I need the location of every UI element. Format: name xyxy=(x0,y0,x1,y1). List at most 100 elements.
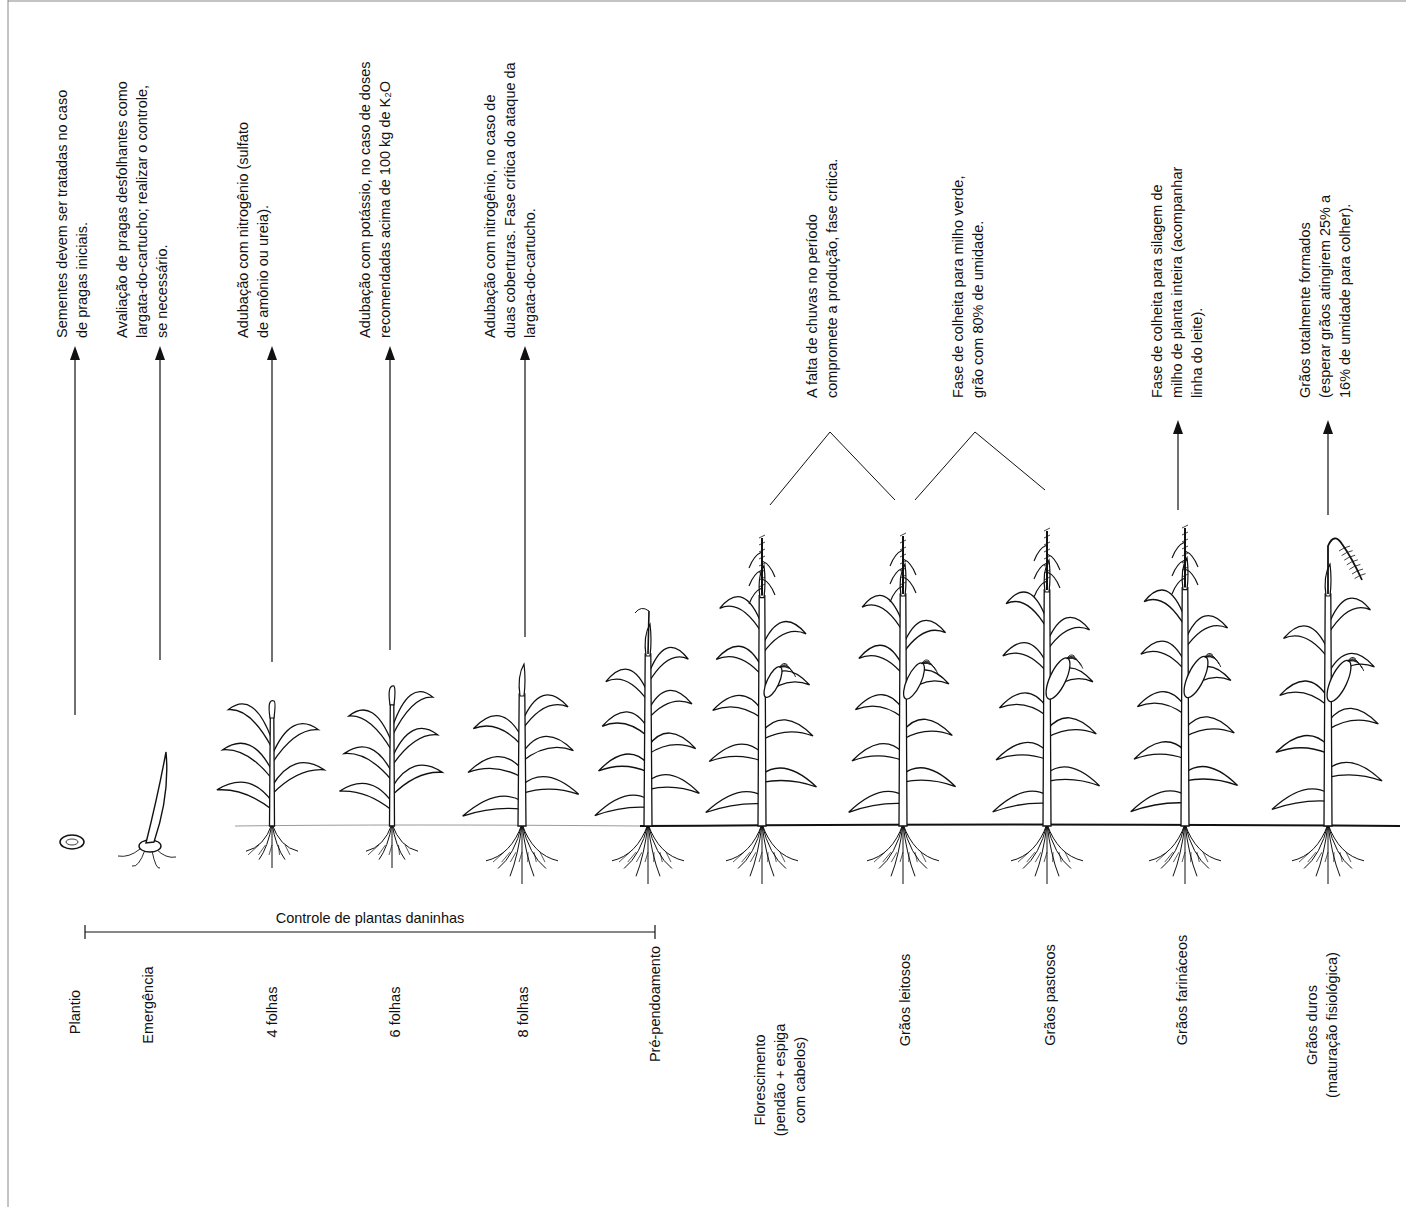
root xyxy=(660,852,662,862)
tassel xyxy=(1339,546,1350,551)
root xyxy=(874,852,885,862)
corn-silk xyxy=(780,667,796,677)
arrow-head xyxy=(70,346,80,360)
root xyxy=(921,852,926,862)
tassel xyxy=(648,611,649,654)
root xyxy=(619,852,630,862)
root xyxy=(742,852,750,862)
root xyxy=(767,852,768,862)
seed xyxy=(66,839,78,845)
stem xyxy=(518,694,526,826)
leaf xyxy=(223,743,272,779)
tassel xyxy=(1044,570,1050,573)
tassel xyxy=(1044,577,1050,580)
leaf xyxy=(1328,762,1382,781)
root xyxy=(1299,852,1310,862)
annotation-text: Adubação com potássio, no caso de doses … xyxy=(355,48,395,338)
root xyxy=(1035,824,1047,876)
tassel xyxy=(900,582,906,585)
stem xyxy=(1043,590,1051,826)
root xyxy=(1316,824,1328,876)
root xyxy=(900,852,903,862)
tassel xyxy=(759,584,765,587)
tassel xyxy=(1044,563,1050,566)
root xyxy=(762,824,798,861)
root xyxy=(389,845,392,855)
leader-arrow xyxy=(1327,432,1328,515)
leaf xyxy=(599,754,649,772)
tassel xyxy=(1182,525,1188,528)
leaf xyxy=(706,792,762,813)
corn-plant xyxy=(993,528,1100,884)
root xyxy=(645,852,648,862)
leaf xyxy=(392,692,433,737)
leaf xyxy=(522,736,573,761)
annotation-text: Adubação com nitrogênio, no caso de duas… xyxy=(480,61,540,338)
root xyxy=(269,845,272,855)
leaf xyxy=(217,782,272,809)
tassel xyxy=(749,588,762,604)
stem xyxy=(1324,594,1332,826)
leader-line xyxy=(770,432,895,505)
leader-arrow xyxy=(271,358,272,662)
leaf xyxy=(519,664,525,696)
root xyxy=(510,852,516,862)
leaf xyxy=(272,724,318,764)
ground-line xyxy=(235,825,640,826)
stem xyxy=(270,716,275,826)
corn-plant xyxy=(849,533,956,884)
leaf xyxy=(762,720,813,740)
leaf xyxy=(606,669,648,701)
leaf xyxy=(993,791,1047,812)
root xyxy=(527,852,528,862)
leaf xyxy=(1003,643,1047,673)
tassel xyxy=(900,547,906,550)
root xyxy=(1340,852,1342,862)
tassel xyxy=(1182,574,1188,577)
leader-arrow xyxy=(389,358,390,650)
root xyxy=(648,824,684,861)
annotation-text: Adubação com nitrogênio (sulfato de amôn… xyxy=(233,112,273,338)
root xyxy=(534,852,536,862)
root xyxy=(1203,852,1208,862)
arrow-head xyxy=(520,346,530,360)
tassel xyxy=(1352,569,1363,574)
tassel xyxy=(900,575,906,578)
leaf xyxy=(862,595,903,632)
corn-ear xyxy=(1179,653,1212,700)
stem xyxy=(758,596,766,826)
root xyxy=(1065,852,1070,862)
root xyxy=(636,852,642,862)
tassel xyxy=(1342,551,1353,556)
leaf xyxy=(716,646,762,676)
leaf xyxy=(392,765,442,795)
leaf xyxy=(648,647,688,683)
root xyxy=(118,849,140,856)
stem xyxy=(390,703,395,826)
root xyxy=(272,824,298,851)
tassel xyxy=(762,579,775,595)
corn-plant xyxy=(1272,538,1382,884)
leaf xyxy=(849,791,903,812)
root xyxy=(891,852,897,862)
frame-line xyxy=(8,1,1406,2)
leaf xyxy=(1134,742,1185,759)
tassel xyxy=(1182,567,1188,570)
tassel xyxy=(900,561,906,564)
root xyxy=(368,845,379,855)
leaf xyxy=(1047,617,1090,650)
arrow-head xyxy=(267,346,277,360)
stem xyxy=(1181,588,1189,826)
leaf xyxy=(272,763,324,794)
stage-label: Grãos duros (maturação fisiológica) xyxy=(1302,949,1342,1101)
tassel xyxy=(759,542,765,545)
leaf xyxy=(903,719,952,739)
stage-label: Grãos farináceos xyxy=(1172,920,1192,1060)
tassel xyxy=(1034,581,1047,597)
tassel xyxy=(902,536,904,594)
leaf xyxy=(648,775,699,794)
root xyxy=(1316,852,1322,862)
bracket-line xyxy=(85,931,655,932)
corn-plant xyxy=(1131,525,1238,884)
root xyxy=(1044,852,1047,862)
